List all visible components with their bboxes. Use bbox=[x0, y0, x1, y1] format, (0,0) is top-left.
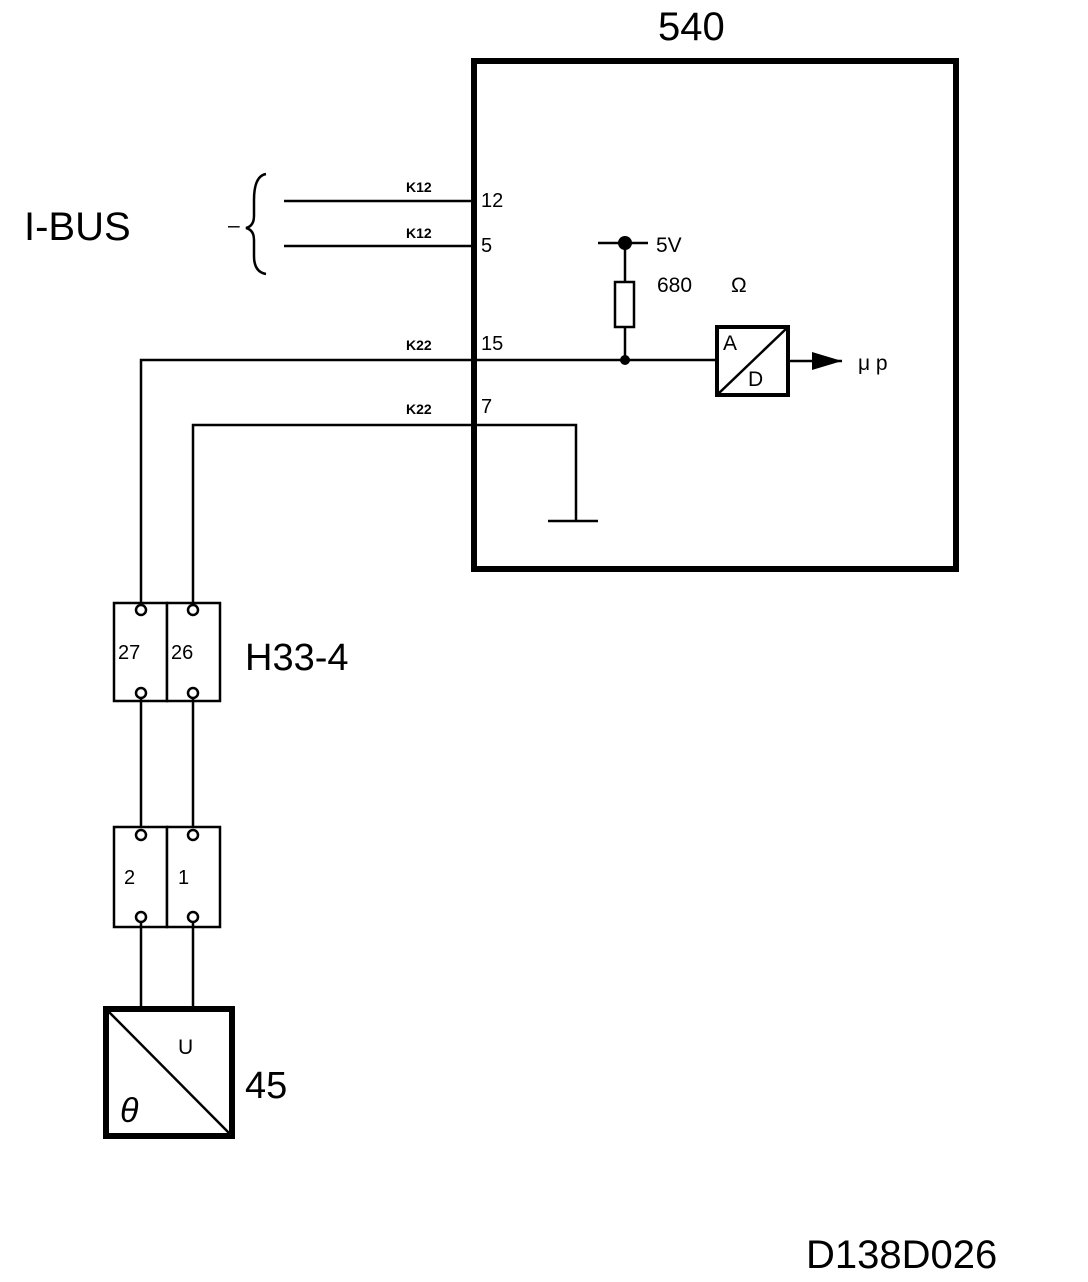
sensor-label-45: 45 bbox=[245, 1065, 287, 1107]
connector-h33-pin-26: 26 bbox=[171, 642, 193, 664]
connector-sensor-pin2 bbox=[112, 825, 169, 929]
terminal-27-top bbox=[134, 603, 148, 617]
connector-sensor-pin-1: 1 bbox=[178, 867, 189, 889]
cable-label-k22-a: K22 bbox=[406, 337, 432, 353]
connector-h33-pin26 bbox=[165, 601, 222, 703]
wire-k22-7 bbox=[191, 423, 578, 603]
ecu-540-box bbox=[471, 58, 959, 572]
connector-h33-pin-27: 27 bbox=[118, 642, 140, 664]
terminal-2-bottom bbox=[134, 910, 148, 924]
terminal-26-bottom bbox=[186, 686, 200, 700]
pin-7: 7 bbox=[481, 396, 492, 418]
resistor-680 bbox=[613, 280, 636, 329]
terminal-27-bottom bbox=[134, 686, 148, 700]
temperature-sensor-45 bbox=[103, 1006, 235, 1139]
resistor-value: 680 bbox=[657, 274, 692, 297]
cable-label-k22-b: K22 bbox=[406, 401, 432, 417]
ad-diagonal bbox=[716, 326, 789, 396]
sensor-diagonal bbox=[108, 1011, 230, 1134]
wire-k22-15 bbox=[139, 358, 718, 603]
ecu-label: 540 bbox=[658, 5, 725, 49]
pin-12: 12 bbox=[481, 190, 503, 212]
ibus-dash: – bbox=[228, 214, 240, 237]
theta-icon: θ bbox=[120, 1092, 139, 1130]
ohm-symbol: Ω bbox=[731, 274, 747, 297]
ibus-label: I-BUS bbox=[24, 205, 131, 249]
cable-label-k12-b: K12 bbox=[406, 225, 432, 241]
arrow-icon bbox=[812, 352, 842, 370]
pin-5: 5 bbox=[481, 235, 492, 257]
connector-sensor-pin-2: 2 bbox=[124, 867, 135, 889]
terminal-26-top bbox=[186, 603, 200, 617]
ad-label-a: A bbox=[723, 332, 737, 355]
terminal-1-bottom bbox=[186, 910, 200, 924]
cable-label-k12-a: K12 bbox=[406, 179, 432, 195]
connector-h33-label: H33-4 bbox=[245, 637, 349, 679]
microprocessor-label: μ p bbox=[858, 352, 888, 375]
supply-voltage: 5V bbox=[656, 234, 682, 257]
pin-15: 15 bbox=[481, 333, 503, 355]
ibus-brace bbox=[245, 172, 267, 276]
terminal-1-top bbox=[186, 828, 200, 842]
terminal-2-top bbox=[134, 828, 148, 842]
connector-h33-pin27 bbox=[112, 601, 169, 703]
drawing-id: D138D026 bbox=[806, 1233, 997, 1277]
connector-sensor-pin1 bbox=[165, 825, 222, 929]
sensor-label-u: U bbox=[178, 1036, 193, 1059]
ad-label-d: D bbox=[748, 368, 763, 391]
